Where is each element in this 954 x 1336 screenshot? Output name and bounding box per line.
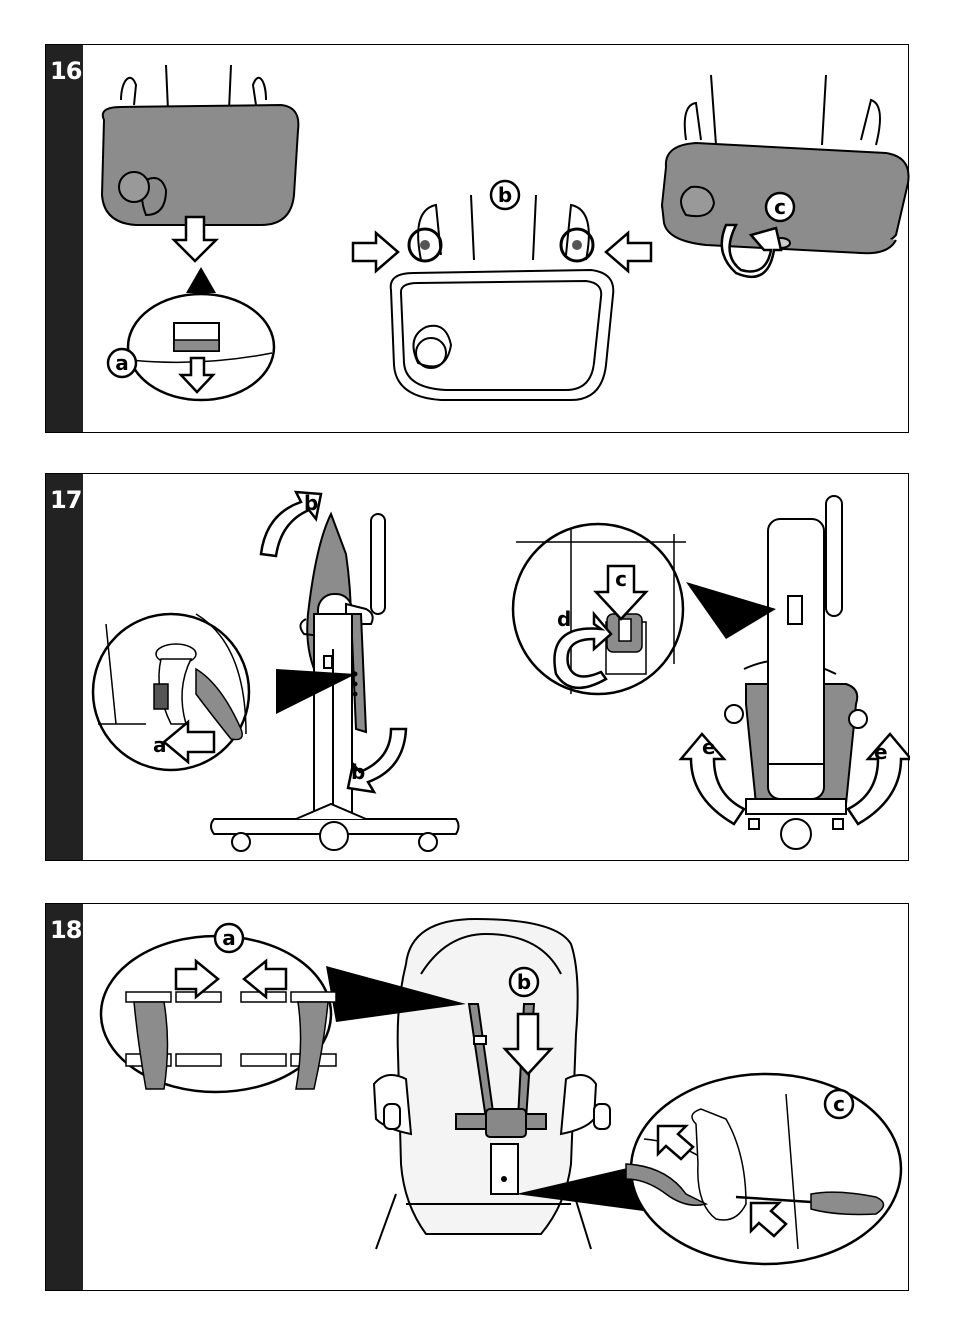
label-c: c	[774, 195, 786, 219]
label-e-right: e	[874, 740, 888, 764]
label-b-top: b	[304, 491, 318, 515]
step-18-panel: 18 b	[45, 903, 909, 1291]
label-a: a	[115, 351, 129, 375]
label-a: a	[222, 926, 236, 950]
tray-middle-illustration	[391, 195, 614, 400]
highchair-front-view	[725, 496, 867, 849]
step-16-panel: 16 a	[45, 44, 909, 433]
step-16-illustration: a b c	[46, 45, 910, 434]
step-18-illustration: b a	[46, 904, 910, 1292]
detail-zoom-circle-right	[513, 524, 683, 694]
label-e-left: e	[702, 735, 716, 759]
callout-pointer	[186, 267, 216, 293]
squeeze-arrow-right	[606, 233, 651, 271]
step-17-illustration: b b a	[46, 474, 910, 862]
label-d: d	[557, 607, 571, 631]
label-c: c	[833, 1092, 845, 1116]
squeeze-arrow-left	[353, 233, 398, 271]
label-c: c	[615, 567, 627, 591]
tray-right-illustration	[662, 75, 909, 253]
label-a: a	[153, 733, 167, 757]
detail-zoom-circle-right	[631, 1074, 901, 1264]
label-b-bottom: b	[351, 760, 365, 784]
label-b: b	[517, 970, 531, 994]
tray-left-illustration	[102, 65, 298, 225]
label-b: b	[498, 183, 512, 207]
step-17-panel: 17 b b	[45, 473, 909, 861]
callout-pointer	[686, 582, 776, 639]
